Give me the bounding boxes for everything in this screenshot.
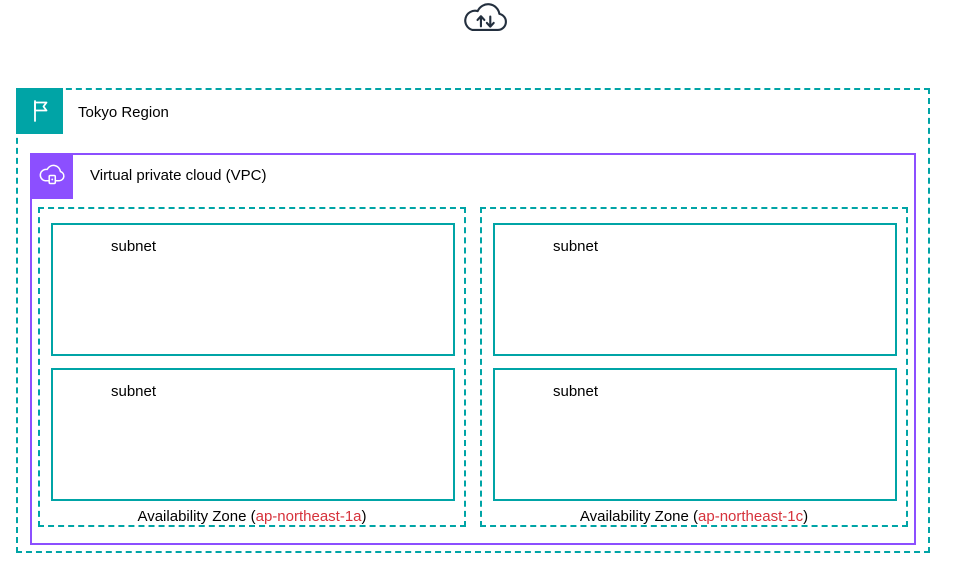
subnet-label: subnet (553, 238, 599, 255)
availability-zone-1: subnet subnet Availability Zone (ap-nort… (38, 207, 466, 527)
region-label: Tokyo Region (78, 104, 169, 121)
availability-zone-2: subnet subnet Availability Zone (ap-nort… (480, 207, 908, 527)
subnet-box: subnet (493, 223, 897, 356)
region-flag-icon (16, 88, 63, 134)
subnet-box: subnet (493, 368, 897, 501)
az-zone-code: ap-northeast-1a (255, 508, 362, 525)
vpc-icon (30, 153, 73, 199)
vpc-box (30, 153, 916, 545)
subnet-box: subnet (51, 223, 455, 356)
aws-cloud-icon (459, 2, 511, 36)
subnet-label: subnet (111, 238, 157, 255)
az-label-prefix: Availability Zone ( (137, 508, 256, 525)
az-label-suffix: ) (361, 508, 367, 525)
region-box (16, 88, 930, 553)
az-label-prefix: Availability Zone ( (579, 508, 699, 525)
az-label: Availability Zone (ap-northeast-1c) (482, 507, 906, 527)
subnet-label: subnet (111, 383, 157, 400)
az-label-suffix: ) (803, 508, 809, 525)
az-label: Availability Zone (ap-northeast-1a) (40, 507, 464, 527)
az-zone-code: ap-northeast-1c (698, 508, 804, 525)
subnet-box: subnet (51, 368, 455, 501)
vpc-label: Virtual private cloud (VPC) (90, 167, 267, 184)
subnet-label: subnet (553, 383, 599, 400)
